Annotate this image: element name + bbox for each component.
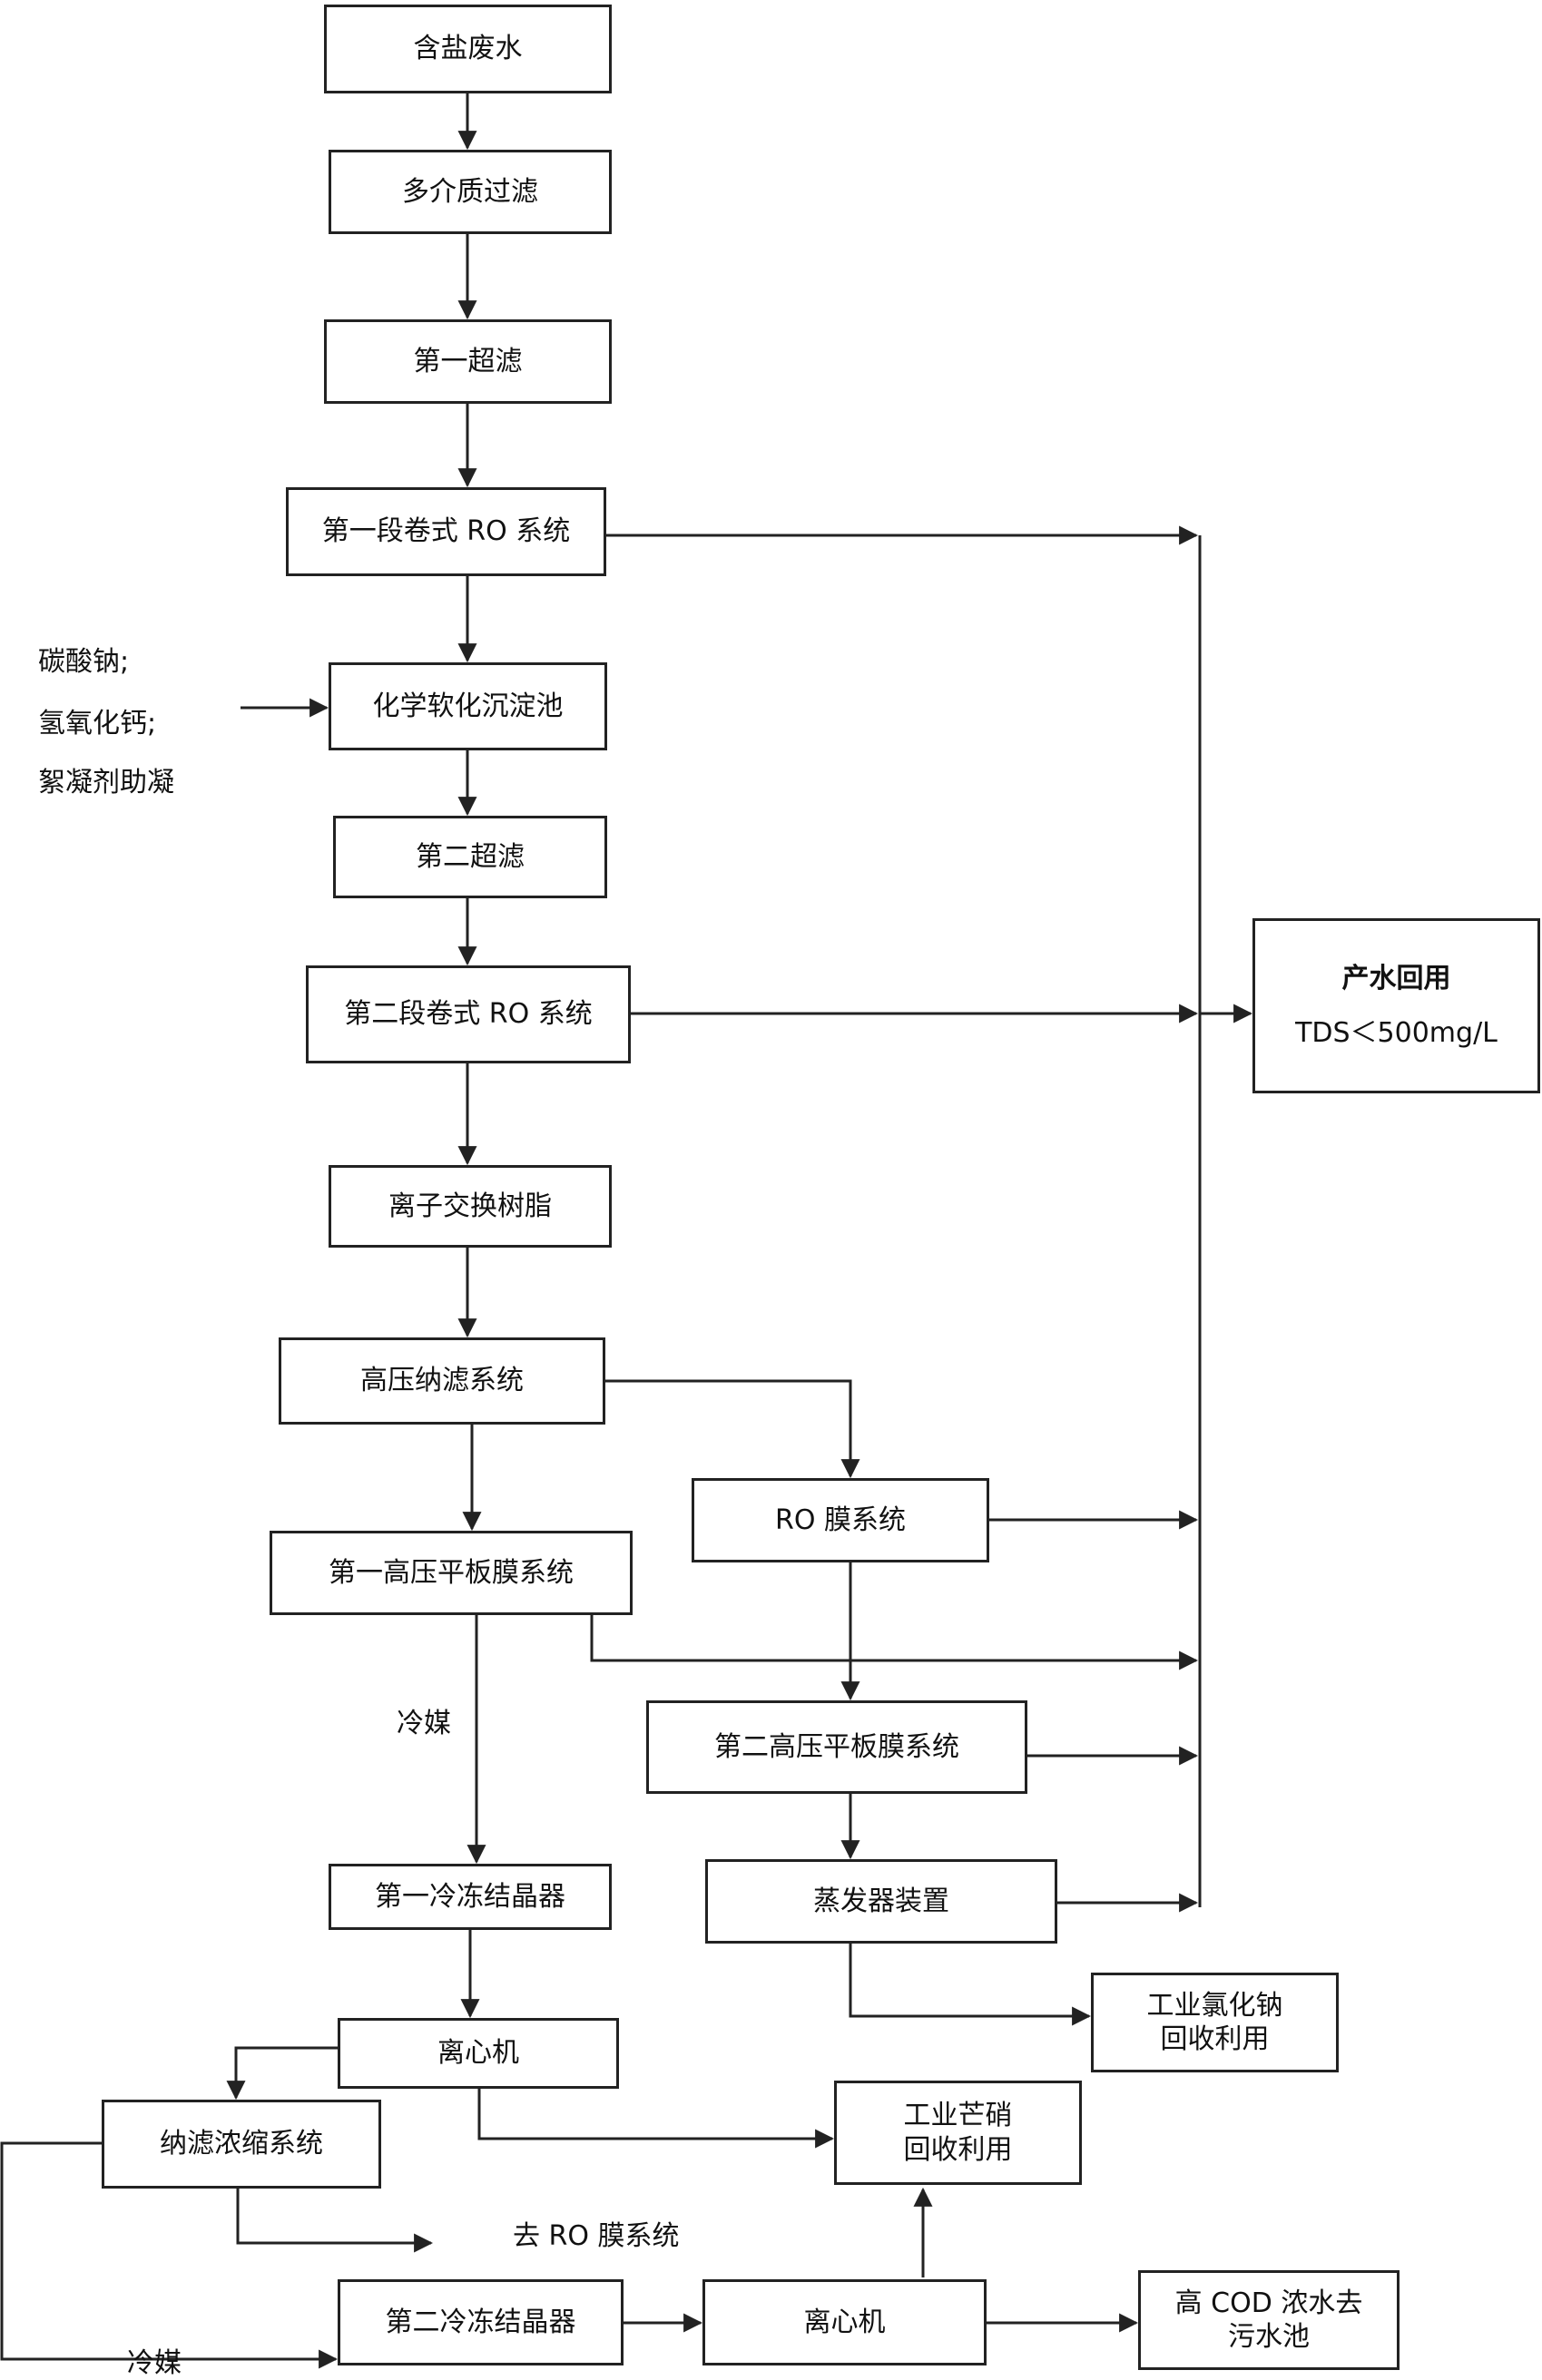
arrow-n16-n17 [0,2141,339,2369]
arrow-n11-product [590,1615,1199,1670]
output-product-water: 产水回用 TDS＜500mg/L [1252,918,1540,1093]
node-second-freeze-crystallizer: 第二冷冻结晶器 [338,2279,624,2365]
nacl-line2: 回收利用 [1160,2023,1270,2055]
node-softening-tank: 化学软化沉淀池 [329,662,607,750]
mangxiao-line2: 回收利用 [903,2133,1013,2166]
node-nf-concentration: 纳滤浓缩系统 [102,2100,381,2189]
cod-line2: 污水池 [1228,2321,1310,2353]
node-centrifuge-1: 离心机 [338,2018,619,2089]
mangxiao-line1: 工业芒硝 [903,2100,1013,2131]
node-first-freeze-crystallizer: 第一冷冻结晶器 [329,1864,612,1930]
cod-line1: 高 COD 浓水去 [1174,2287,1363,2319]
arrow-n9-n10 [605,1379,860,1479]
output-high-cod-wastewater: 高 COD 浓水去 污水池 [1138,2270,1400,2370]
node-first-ultrafiltration: 第一超滤 [324,319,612,404]
nacl-line1: 工业氯化钠 [1146,1989,1283,2022]
node-second-ultrafiltration: 第二超滤 [333,816,607,898]
node-second-ro: 第二段卷式 RO 系统 [306,965,631,1063]
label-to-ro-membrane: 去 RO 膜系统 [513,2220,680,2252]
node-first-hp-flat-membrane: 第一高压平板膜系统 [270,1531,633,1615]
arrow-n16-toro [236,2189,434,2253]
node-second-hp-flat-membrane: 第二高压平板膜系统 [646,1700,1027,1794]
node-ro-membrane: RO 膜系统 [692,1478,989,1562]
product-water-title: 产水回用 [1341,963,1451,994]
label-coolant-2: 冷媒 [127,2347,182,2379]
chemical-sodium-carbonate: 碳酸钠; [38,646,130,678]
node-multimedia-filter: 多介质过滤 [329,150,612,234]
output-industrial-nacl: 工业氯化钠 回收利用 [1091,1973,1339,2072]
arrow-n14-nacl [849,1944,1092,2026]
label-coolant-1: 冷媒 [397,1708,451,1739]
node-saline-wastewater: 含盐废水 [324,5,612,93]
chemical-flocculant: 絮凝剂助凝 [38,767,174,798]
node-hp-nanofiltration: 高压纳滤系统 [279,1337,605,1425]
arrow-n15-n16 [226,2046,338,2101]
output-industrial-mirabilite: 工业芒硝 回收利用 [834,2081,1082,2185]
node-ion-exchange: 离子交换树脂 [329,1165,612,1248]
node-centrifuge-2: 离心机 [702,2279,987,2365]
node-evaporator: 蒸发器装置 [705,1859,1057,1944]
product-water-tds: TDS＜500mg/L [1295,1016,1498,1049]
arrow-n15-mangxiao [477,2089,835,2149]
node-first-ro: 第一段卷式 RO 系统 [286,487,606,576]
chemical-calcium-hydroxide: 氢氧化钙; [38,708,157,739]
